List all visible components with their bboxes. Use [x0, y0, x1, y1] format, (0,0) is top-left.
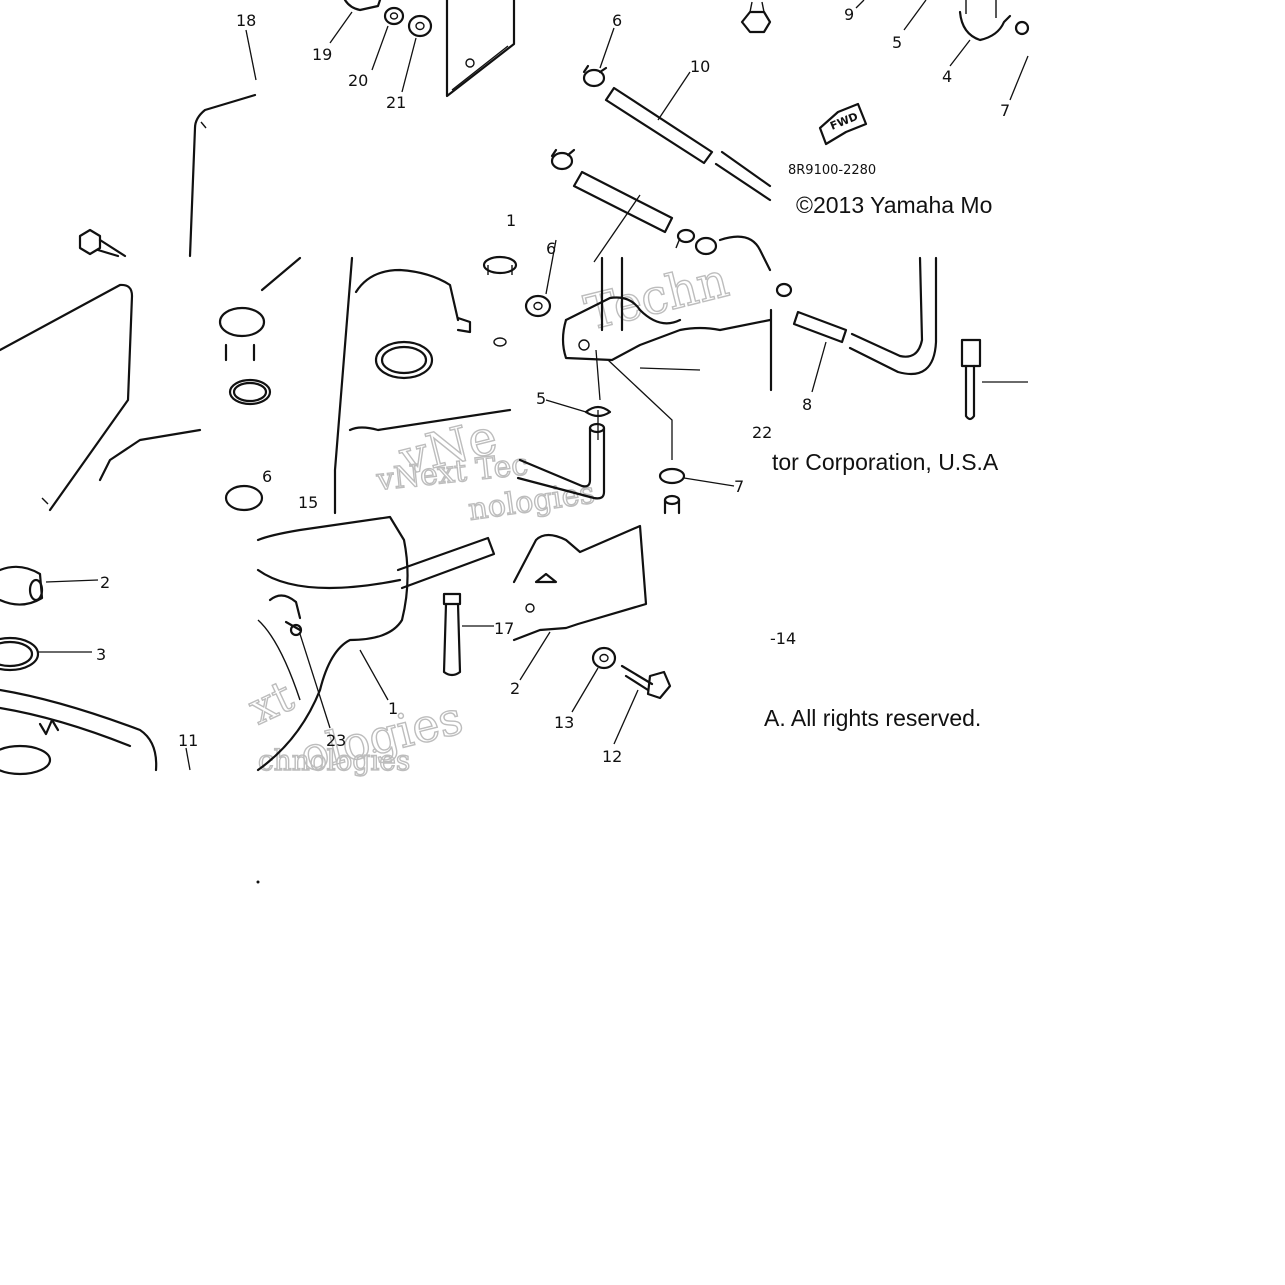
callout-6: 6	[262, 467, 272, 486]
callout-17: 17	[494, 619, 514, 638]
callout-14: -14	[770, 629, 796, 648]
callout-10: 10	[690, 57, 710, 76]
tank-lower	[0, 688, 191, 776]
callout-1: 1	[388, 699, 398, 718]
elbow-hose	[516, 422, 606, 500]
copyright-line-3: A. All rights reserved.	[764, 705, 981, 731]
callout-7: 7	[734, 477, 744, 496]
callout-23: 23	[326, 731, 346, 750]
callout-22: 22	[752, 423, 772, 442]
callout-9: 9	[844, 5, 854, 24]
callout-19: 19	[312, 45, 332, 64]
grommet-4	[949, 0, 1030, 67]
tank-lower-mid	[256, 515, 496, 772]
clamp-5	[545, 399, 612, 418]
callout-1: 1	[506, 211, 516, 230]
callout-15: 15	[298, 493, 318, 512]
washer-21	[401, 14, 433, 93]
callout-18: 18	[236, 11, 256, 30]
callout-11: 11	[178, 731, 198, 750]
cap-ring-upper	[218, 306, 272, 512]
bolt-left	[78, 228, 127, 258]
cover-bracket	[512, 524, 648, 681]
callout-2: 2	[100, 573, 110, 592]
clamp-6-top	[582, 27, 615, 88]
callout-13: 13	[554, 713, 574, 732]
washer-20	[371, 6, 405, 71]
hose-10	[604, 71, 772, 202]
filler-cap	[0, 565, 99, 606]
callout-4: 4	[942, 67, 952, 86]
stray-dot	[256, 880, 260, 884]
seal-ring	[0, 636, 92, 672]
callout-2: 2	[510, 679, 520, 698]
fitting-small	[675, 228, 718, 256]
callout-8: 8	[802, 395, 812, 414]
fwd-arrow: FWD	[818, 102, 868, 146]
copyright-line-1: ©2013 Yamaha Mo	[796, 192, 992, 218]
callout-7: 7	[1000, 101, 1010, 120]
callout-20: 20	[348, 71, 368, 90]
washer-13	[571, 646, 617, 713]
hose-short	[572, 170, 674, 263]
key-pin	[960, 338, 1028, 421]
callout-21: 21	[386, 93, 406, 112]
pump-bracket	[561, 235, 772, 460]
fuel-tank-panel	[0, 283, 202, 512]
callouts: 18 19 20 21 6 10 9 5 4 7 6 8 22 5 7 2 3 …	[96, 5, 1010, 766]
part-code: 8R9100-2280	[788, 163, 876, 178]
callout-5: 5	[892, 33, 902, 52]
callout-6: 6	[546, 239, 556, 258]
callout-5: 5	[536, 389, 546, 408]
key-pin-17	[442, 592, 494, 677]
washer-6	[524, 239, 557, 318]
cover-plate	[188, 29, 257, 258]
clamp-7	[658, 467, 735, 515]
clamp-6-middle	[550, 148, 576, 171]
callout-6: 6	[612, 11, 622, 30]
cap-nut	[740, 1, 772, 34]
leaders-top-right	[855, 0, 1029, 101]
bracket-plate	[445, 0, 516, 98]
callout-12: 12	[602, 747, 622, 766]
bolt-19	[329, 0, 382, 44]
hose-8	[769, 256, 938, 393]
callout-3: 3	[96, 645, 106, 664]
copyright-line-2: tor Corporation, U.S.A	[772, 449, 999, 475]
bolt-12	[613, 664, 672, 745]
tank-body: 6 15	[260, 255, 518, 515]
